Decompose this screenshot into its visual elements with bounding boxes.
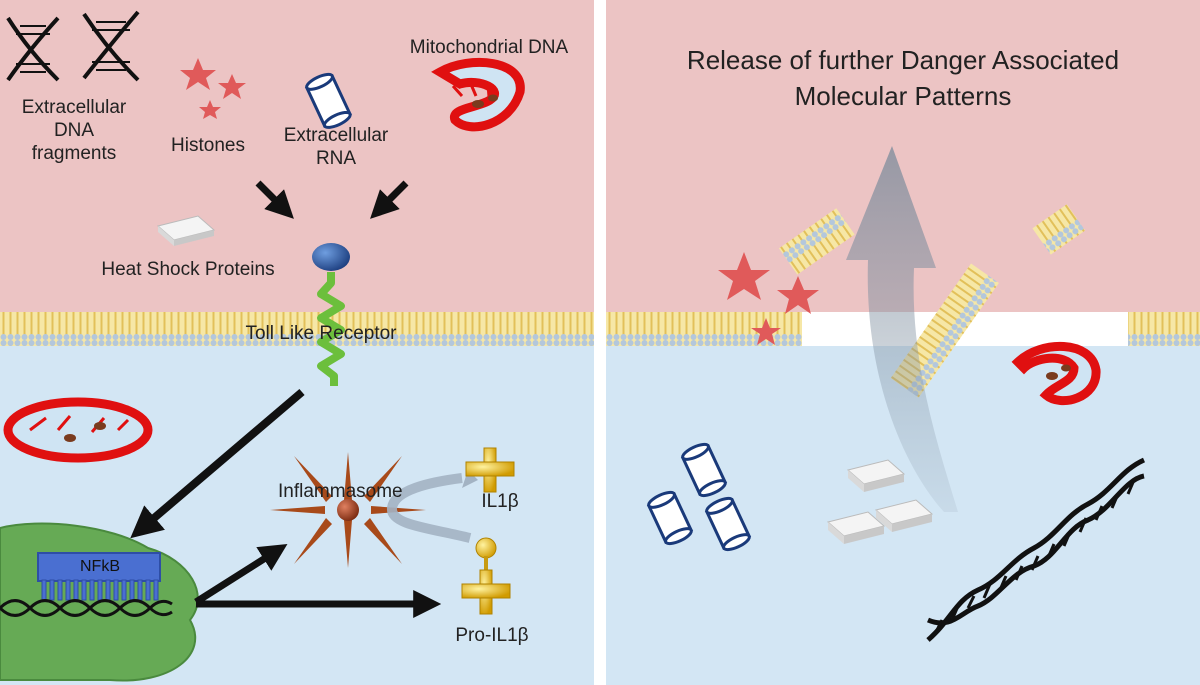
- heat-shock-protein-icon: [156, 215, 216, 246]
- dna-strand-icon: [0, 599, 173, 617]
- pro-il1b-icon: [461, 537, 511, 615]
- rna-cylinder-icon: [680, 442, 728, 498]
- label-histones: Histones: [171, 135, 245, 156]
- label-extracellular-rna: Extracellular RNA: [266, 124, 406, 170]
- dna-fragment-icon: [82, 10, 140, 82]
- heat-shock-protein-icon: [846, 459, 906, 492]
- label-inflammasome: Inflammasome: [278, 481, 403, 502]
- label-line: DNA: [53, 120, 95, 141]
- histone-star-icon: [718, 252, 819, 345]
- label-line: fragments: [31, 143, 117, 164]
- arrow: [370, 180, 409, 219]
- heat-shock-protein-icon: [826, 511, 886, 544]
- label-line: Extracellular: [21, 97, 127, 118]
- label-heat-shock-proteins: Heat Shock Proteins: [101, 259, 275, 280]
- right-panel-illustration: [606, 0, 1200, 685]
- histone-star-icon: [180, 58, 246, 119]
- title-line: Release of further Danger Associated: [686, 45, 1120, 75]
- left-panel-illustration: [0, 0, 594, 685]
- rna-cylinder-icon: [704, 496, 752, 552]
- release-arrow: [846, 146, 958, 512]
- dna-strand-icon: [926, 457, 1146, 642]
- label-nfkb: NFkB: [80, 558, 120, 575]
- label-line: Extracellular: [283, 125, 389, 146]
- heat-shock-protein-icon: [874, 499, 934, 532]
- title-line: Molecular Patterns: [794, 81, 1012, 111]
- mitochondrion-icon: [3, 397, 153, 463]
- right-panel: Release of further Danger Associated Mol…: [606, 0, 1200, 685]
- membrane-fragment-icon: [1032, 204, 1086, 255]
- receptor-head-icon: [312, 243, 350, 271]
- processing-arrow: [387, 473, 472, 543]
- arrow: [194, 544, 288, 605]
- label-il1b: IL1β: [481, 491, 519, 512]
- left-panel: Extracellular DNA fragments Histones Ext…: [0, 0, 594, 685]
- membrane-fragment-icon: [778, 208, 855, 275]
- mitochondrion-icon: [1011, 341, 1101, 406]
- label-line: RNA: [315, 148, 357, 169]
- rna-cylinder-icon: [646, 490, 694, 546]
- label-extracellular-dna: Extracellular DNA fragments: [14, 96, 134, 165]
- inflammasome-icon: [270, 452, 426, 568]
- release-title: Release of further Danger Associated Mol…: [606, 42, 1200, 114]
- label-toll-like-receptor: Toll Like Receptor: [245, 323, 397, 344]
- cell-membrane: [0, 312, 594, 346]
- rna-cylinder-icon: [304, 72, 352, 129]
- arrow: [255, 180, 294, 219]
- dna-fragment-icon: [6, 16, 60, 82]
- inflammasome-core-icon: [337, 499, 359, 521]
- arrow: [130, 388, 305, 539]
- label-mitochondrial-dna: Mitochondrial DNA: [409, 37, 569, 58]
- cell-membrane-fragment: [1128, 312, 1200, 346]
- mitochondrion-icon: [431, 58, 525, 132]
- extracellular-space: [0, 0, 594, 312]
- receptor-stem-icon: [317, 272, 345, 386]
- il1b-icon: [465, 447, 515, 493]
- label-pro-il1b: Pro-IL1β: [455, 625, 529, 646]
